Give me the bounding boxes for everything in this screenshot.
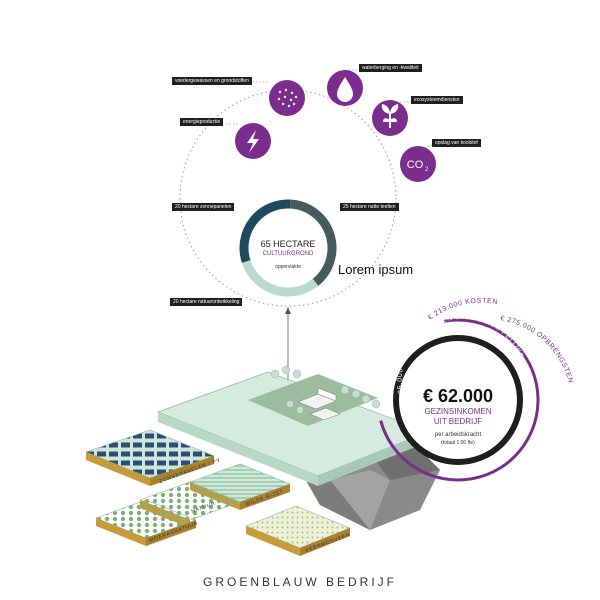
label-opslag: opslag van koolstof bbox=[432, 139, 481, 147]
lorem-text: Lorem ipsum bbox=[338, 262, 414, 277]
page-title: GROENBLAUW BEDRIJF bbox=[202, 575, 397, 589]
label-waterberging: waterberging en -kwaliteit bbox=[359, 64, 422, 72]
landscape bbox=[85, 365, 440, 556]
svg-text:CO: CO bbox=[407, 159, 424, 171]
donut-title: 65 HECTARE bbox=[260, 239, 316, 249]
co2-icon: CO 2 bbox=[400, 146, 436, 182]
label-energie: energieproductie bbox=[180, 118, 224, 126]
donut-label-zonnepanelen: 20 hectare zonnepanelen bbox=[172, 203, 235, 211]
donut-segment bbox=[239, 199, 291, 263]
donut-segment bbox=[289, 199, 337, 286]
energy-bolt-icon bbox=[235, 123, 271, 159]
income-line3: per arbeidskracht bbox=[435, 432, 482, 438]
water-drop-icon bbox=[327, 70, 363, 106]
income-amount: € 62.000 bbox=[423, 386, 493, 406]
donut-caption: oppervlakte bbox=[275, 264, 301, 270]
income-badge bbox=[376, 318, 540, 482]
label-voedergewassen: voedergewassen en grondstoffen bbox=[172, 77, 252, 85]
donut-label-natuur: 20 hectare natuurontwikkeling bbox=[170, 298, 243, 306]
donut-segment bbox=[241, 259, 319, 297]
connection-ring bbox=[179, 89, 397, 307]
income-line1: GEZINSINKOMEN bbox=[424, 407, 491, 416]
label-connectors bbox=[225, 69, 434, 151]
donut-label-natte-teelten: 25 hectare natte teelten bbox=[340, 203, 399, 211]
arrow-head-icon bbox=[285, 307, 291, 314]
grain-icon bbox=[269, 80, 305, 116]
donut-subtitle: CULTUURGROND bbox=[262, 251, 314, 257]
income-line2: UIT BEDRIJF bbox=[434, 417, 482, 426]
label-ecosysteem: ecosysteemdiensten bbox=[411, 96, 463, 104]
area-donut-chart bbox=[239, 199, 337, 297]
income-line4: (totaal 1.00 fte) bbox=[441, 440, 475, 446]
svg-text:2: 2 bbox=[425, 167, 429, 173]
ecosystem-plant-icon bbox=[372, 100, 408, 136]
